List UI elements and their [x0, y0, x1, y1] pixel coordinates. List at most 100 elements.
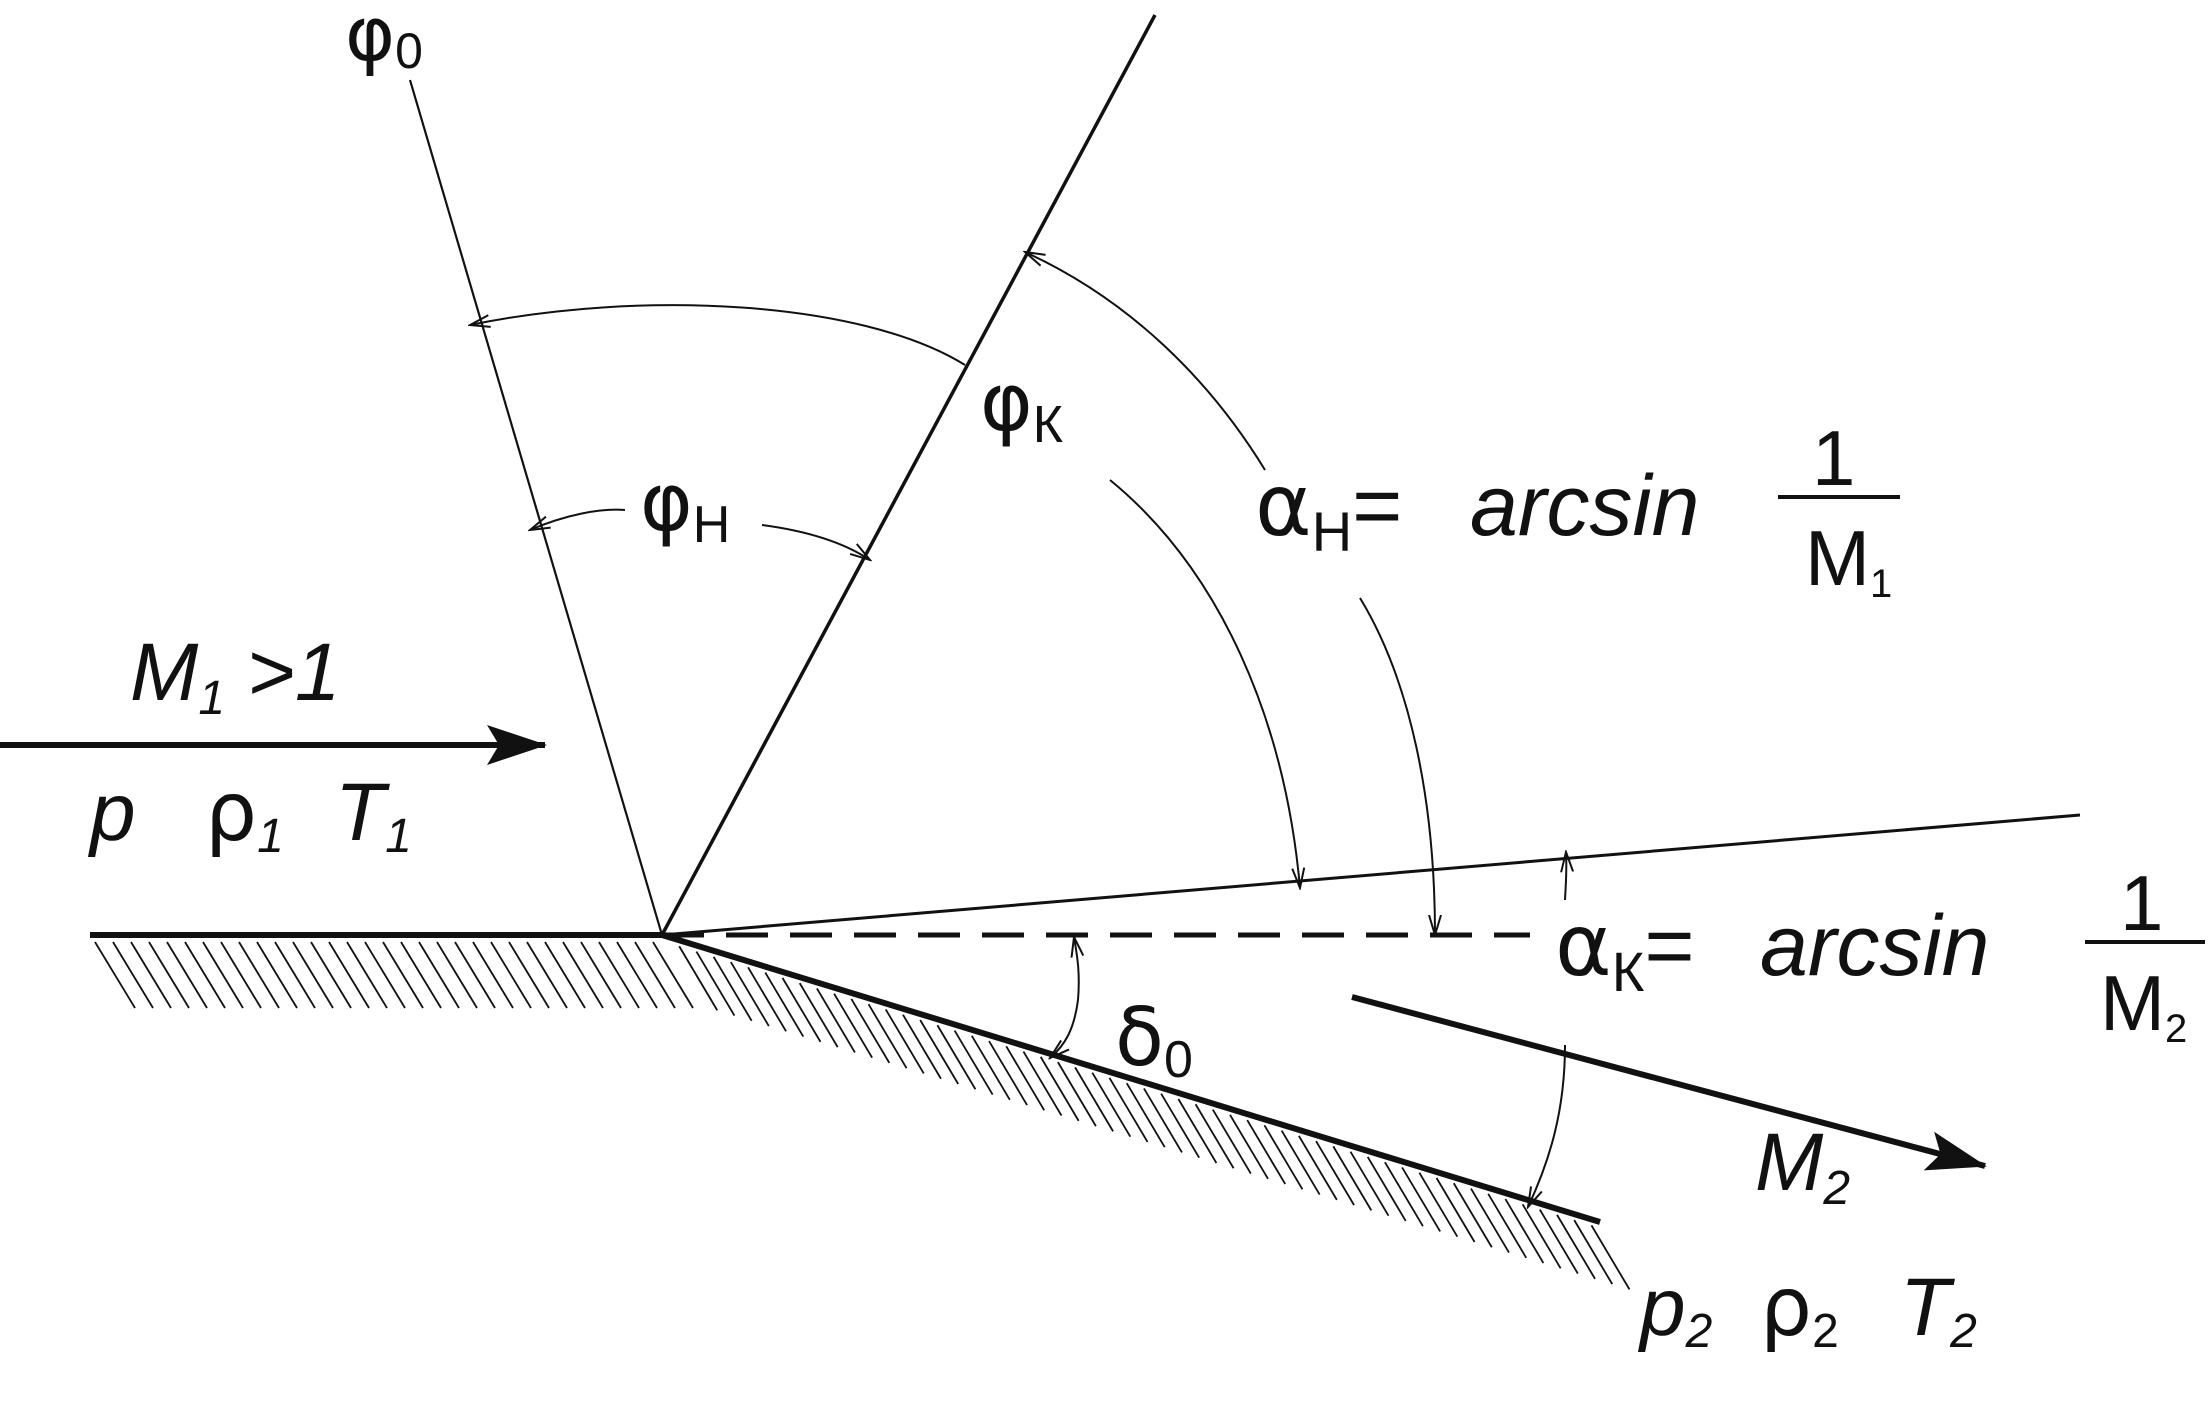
hatch-mark	[1556, 1214, 1596, 1280]
hatch-mark	[730, 961, 770, 1027]
hatch-mark	[256, 941, 298, 1009]
hatch-mark	[112, 941, 154, 1009]
hatch-mark	[454, 941, 496, 1009]
svg-text:M1>1: M1>1	[130, 627, 341, 725]
hatch-mark	[580, 941, 622, 1009]
hatch-mark	[678, 945, 718, 1011]
hatch-mark	[1143, 1088, 1183, 1153]
hatch-mark	[310, 941, 352, 1009]
hatch-mark	[526, 941, 568, 1009]
hatch-mark	[867, 1003, 908, 1069]
hatch-mark	[1418, 1172, 1459, 1238]
svg-text:M2: M2	[2100, 959, 2187, 1051]
hatch-mark	[472, 941, 514, 1009]
hatch-mark	[1298, 1135, 1338, 1201]
hatch-mark	[364, 941, 406, 1009]
delta-0-arc-upper	[1074, 937, 1079, 1001]
hatch-mark	[764, 972, 805, 1038]
svg-text:p: p	[87, 767, 136, 858]
hatch-mark	[919, 1019, 959, 1085]
svg-text:1: 1	[2120, 859, 2163, 947]
hatch-mark	[508, 941, 550, 1009]
hatch-mark	[816, 987, 856, 1053]
hatch-mark	[238, 941, 280, 1009]
hatch-mark	[1057, 1061, 1097, 1127]
hatch-mark	[1229, 1114, 1269, 1180]
hatch-mark	[166, 941, 208, 1009]
hatch-mark	[436, 941, 478, 1009]
svg-text:T2: T2	[1900, 1262, 1977, 1358]
hatch-mark	[1349, 1151, 1390, 1217]
alpha-n-arc-upper	[1025, 252, 1266, 471]
hatch-mark	[1091, 1072, 1132, 1138]
hatch-mark	[953, 1030, 994, 1095]
wall-hatching	[94, 941, 1631, 1290]
hatch-mark	[1108, 1077, 1149, 1143]
hatch-mark	[382, 941, 424, 1009]
hatch-mark	[1212, 1109, 1252, 1174]
normal-reference-line	[408, 79, 664, 936]
hatch-mark	[1470, 1188, 1510, 1253]
phi-k-label: φК	[980, 356, 1063, 454]
hatch-mark	[1539, 1209, 1579, 1275]
hatch-mark	[1590, 1224, 1631, 1290]
svg-text:1: 1	[1812, 414, 1855, 502]
hatch-mark	[616, 941, 658, 1009]
svg-text:ρ2: ρ2	[1760, 1260, 1839, 1358]
hatch-mark	[400, 941, 442, 1009]
hatch-mark	[988, 1040, 1028, 1106]
hatch-mark	[902, 1014, 942, 1080]
hatch-mark	[833, 993, 873, 1059]
phi-n-arc-left	[530, 508, 626, 530]
hatch-mark	[712, 956, 753, 1022]
hatch-mark	[328, 941, 370, 1009]
hatch-mark	[850, 998, 891, 1064]
alpha-n-arc-lower	[1109, 479, 1300, 888]
hatch-mark	[1074, 1066, 1114, 1132]
inflow-conditions: M1>1 p ρ1 T1	[87, 627, 412, 863]
hatch-mark	[544, 941, 586, 1009]
hatch-mark	[1401, 1166, 1441, 1232]
hatch-mark	[202, 941, 244, 1009]
hatch-mark	[695, 951, 736, 1016]
hatch-mark	[747, 966, 787, 1032]
svg-text:arcsin: arcsin	[1760, 898, 1989, 994]
hatch-mark	[220, 941, 262, 1009]
hatch-mark	[1452, 1182, 1493, 1248]
hatch-mark	[1366, 1156, 1407, 1222]
outflow-conditions: M2 p2 ρ2 T2	[1637, 1117, 1977, 1358]
hatch-mark	[971, 1035, 1011, 1101]
hatch-mark	[1315, 1140, 1355, 1206]
hatch-mark	[292, 941, 334, 1009]
hatch-mark	[130, 941, 172, 1009]
phi-n-arc-right	[761, 524, 870, 560]
svg-text:T1: T1	[335, 767, 412, 863]
hatch-mark	[1504, 1198, 1545, 1264]
phi-n-label: φН	[640, 456, 730, 554]
hatch-mark	[598, 941, 640, 1009]
svg-text:αН=: αН=	[1255, 456, 1402, 563]
final-mach-line	[661, 813, 2081, 937]
svg-text:αК=: αК=	[1555, 896, 1695, 1003]
hatch-mark	[1005, 1045, 1046, 1111]
hatch-mark	[1332, 1145, 1373, 1211]
alpha-k-arc-wall	[1528, 1044, 1566, 1207]
outflow-arrow	[1351, 994, 1987, 1171]
hatch-mark	[490, 941, 532, 1009]
hatch-mark	[94, 941, 136, 1009]
hatch-mark	[936, 1024, 977, 1090]
hatch-mark	[798, 982, 839, 1048]
svg-text:arcsin: arcsin	[1470, 458, 1699, 554]
delta-0-label: δ0	[1115, 991, 1193, 1089]
hatch-mark	[1160, 1093, 1200, 1159]
hatch-mark	[1022, 1051, 1063, 1117]
phi-k-arc	[470, 304, 966, 366]
phi-0-label: φ0	[345, 0, 423, 79]
hatch-mark	[1246, 1119, 1286, 1185]
hatch-mark	[1125, 1082, 1166, 1148]
hatch-mark	[1435, 1177, 1476, 1243]
alpha-n-formula: αН= arcsin 1 M1	[1255, 414, 1900, 606]
svg-text:p2: p2	[1637, 1262, 1712, 1358]
alpha-k-formula: αК= arcsin 1 M2	[1555, 859, 2205, 1051]
